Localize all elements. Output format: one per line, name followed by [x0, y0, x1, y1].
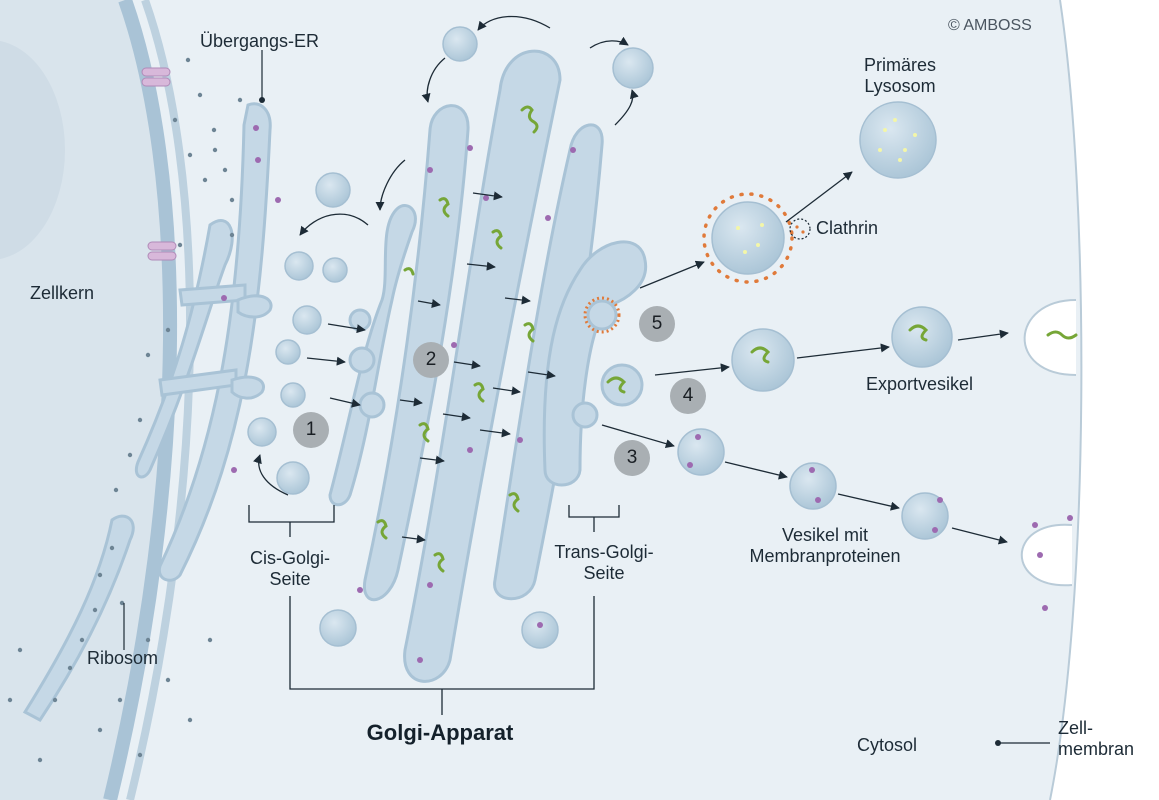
membrane-proteins [221, 125, 1073, 663]
ribosomes [7, 57, 243, 763]
endoplasmic-reticulum [22, 102, 273, 722]
exportvesikel-label: Exportvesikel [866, 374, 974, 394]
cell-membrane [1049, 0, 1083, 800]
step-badge-5: 5 [639, 306, 675, 342]
trans-golgi-line-1: Trans-Golgi- [554, 542, 654, 562]
primaeres-lysosom-line-1: Primäres [863, 55, 936, 75]
nuclear-pore [147, 241, 177, 261]
exocytosis-pocket-1 [1023, 299, 1077, 376]
vesikel-line-2: Membranproteinen [749, 546, 901, 566]
clathrin-label: Clathrin [816, 218, 879, 238]
step-badge-3: 3 [614, 440, 650, 476]
zellkern-label: Zellkern [30, 283, 95, 303]
zellmembran-label: Zell- membran [1058, 718, 1134, 760]
copyright-text: © AMBOSS [948, 17, 1032, 34]
brackets [248, 505, 1050, 744]
clathrin-coated-bud [583, 296, 621, 334]
vesicles [247, 26, 953, 649]
transport-arrows [253, 15, 1009, 545]
uebergangs-er-label: Übergangs-ER [200, 31, 320, 51]
lysosome-enzymes [736, 118, 917, 254]
exocytosis-pocket-2 [1020, 523, 1073, 587]
trans-golgi-line-2: Seite [583, 563, 625, 583]
cargo-proteins [376, 105, 1078, 573]
nuclear-pore [141, 67, 171, 87]
zellmembran-line-2: membran [1058, 739, 1135, 759]
step-badge-2: 2 [413, 342, 449, 378]
cis-golgi-line-2: Seite [269, 569, 311, 589]
primaeres-lysosom-label: Primäres Lysosom [840, 55, 960, 97]
cis-golgi-line-1: Cis-Golgi- [249, 548, 330, 568]
step-badge-4: 4 [670, 378, 706, 414]
ribosom-label: Ribosom [87, 648, 159, 668]
vesikel-membranproteine-label: Vesikel mit Membranproteinen [730, 525, 920, 567]
zellmembran-line-1: Zell- [1058, 718, 1093, 738]
step-badge-1: 1 [293, 412, 329, 448]
trans-golgi-label: Trans-Golgi- Seite [544, 542, 664, 584]
clathrin-key-circle [789, 218, 811, 240]
diagram-title: Golgi-Apparat [366, 720, 514, 745]
cis-golgi-label: Cis-Golgi- Seite [232, 548, 348, 590]
uebergangs-er-leader-dot [259, 97, 265, 103]
cytosol-label: Cytosol [857, 735, 918, 755]
vesikel-line-1: Vesikel mit [781, 525, 869, 545]
primaeres-lysosom-line-2: Lysosom [864, 76, 936, 96]
clathrin-coat [702, 192, 794, 284]
